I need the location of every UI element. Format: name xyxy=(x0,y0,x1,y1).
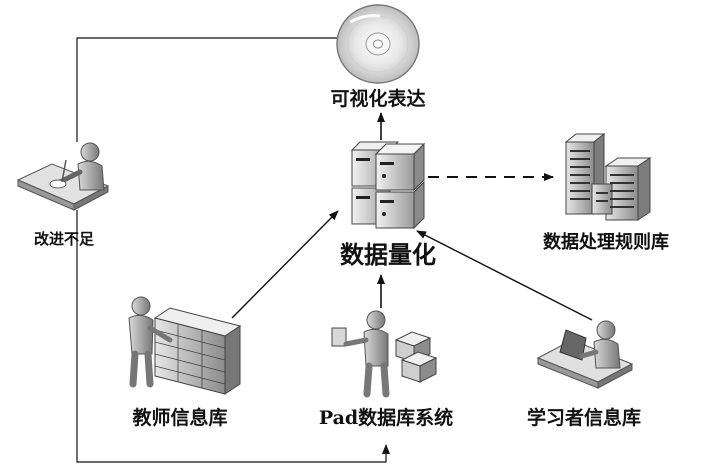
person-laptop-icon xyxy=(536,320,634,389)
quantification-label: 数据量化 xyxy=(340,240,436,269)
person-server-rack-icon xyxy=(128,296,242,395)
person-at-desk-icon xyxy=(16,142,110,211)
visualization-label: 可视化表达 xyxy=(330,87,425,110)
learner-db-label: 学习者信息库 xyxy=(527,406,641,429)
person-tablet-boxes-icon xyxy=(331,310,438,398)
teacher-db-label: 教师信息库 xyxy=(132,406,227,429)
edge-improve-to-pad-system xyxy=(76,210,390,463)
pad-system-label: Pad数据库系统 xyxy=(319,406,453,429)
edge-teacher-db-to-quantification xyxy=(231,210,339,319)
datacenter-buildings-icon xyxy=(564,132,652,221)
edge-visualization-to-improve xyxy=(76,37,338,142)
rules-db-label: 数据处理规则库 xyxy=(543,231,669,253)
edge-learner-db-to-quantification xyxy=(416,230,593,321)
improve-label: 改进不足 xyxy=(34,230,95,248)
server-stack-icon xyxy=(350,141,426,230)
cd-disc-icon xyxy=(336,4,420,84)
